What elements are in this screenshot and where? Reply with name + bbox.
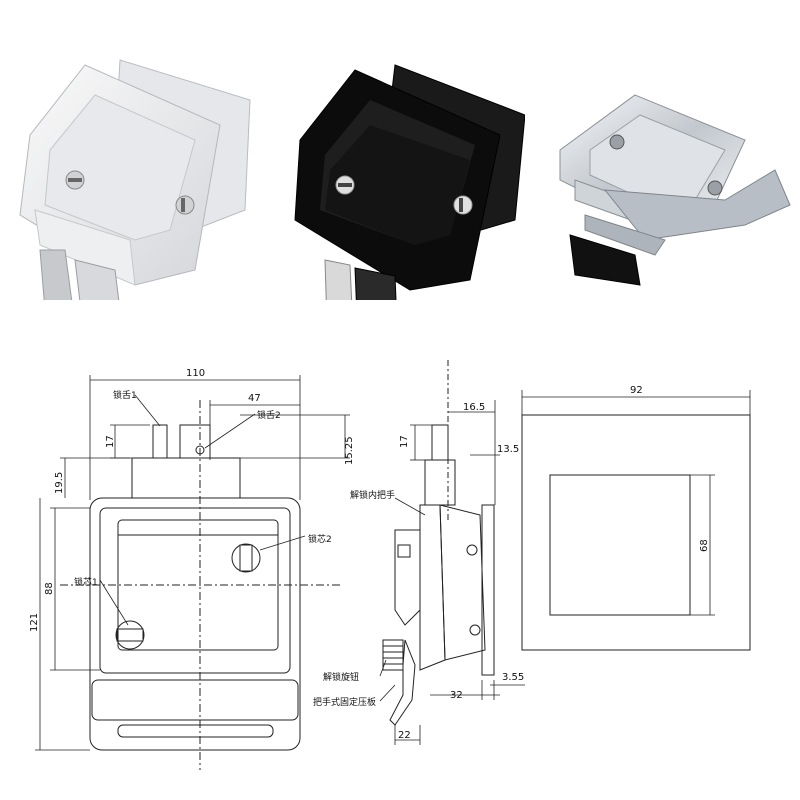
label-plate: 把手式固定压板 [313,696,376,708]
front-tongue-2 [179,424,211,459]
dim-17-front: 17 [105,435,116,448]
front-cylinder-2 [231,543,261,573]
cutout-inner [549,474,691,616]
dim-121: 121 [29,613,40,632]
side-view [382,360,495,726]
cutout-view [521,414,751,651]
front-inner-frame [99,507,291,674]
front-view [60,400,340,770]
dim-22: 22 [398,730,411,741]
dim-110: 110 [186,368,205,379]
dim-88: 88 [44,582,55,595]
front-cylinder-1 [115,620,145,650]
dim-16-5: 16.5 [463,402,485,413]
label-inner-handle: 解锁内把手 [350,489,395,501]
side-dimensions [379,400,525,745]
label-knob: 解锁旋钮 [323,671,359,683]
white-latch-photo [5,40,255,300]
dim-68: 68 [699,539,710,552]
black-latch-photo [275,40,525,300]
dim-19-5: 19.5 [54,472,65,494]
dim-92: 92 [630,385,643,396]
technical-drawing: 110 47 17 15.25 19.5 88 121 锁舌1 锁舌2 锁芯2 … [29,360,751,770]
label-cylinder2: 锁芯2 [308,533,332,545]
dim-47: 47 [248,393,261,404]
chrome-latch-photo [545,40,795,300]
dim-17-side: 17 [399,435,410,448]
dim-13-5: 13.5 [497,444,519,455]
cutout-dimensions [521,390,751,616]
dim-3-55: 3.55 [502,672,524,683]
label-tongue2: 锁舌2 [257,409,281,421]
dim-15-25: 15.25 [344,436,355,465]
front-dimensions [35,375,350,751]
cutout-outer [521,414,751,651]
label-cylinder1: 锁芯1 [74,576,98,588]
front-tongue-1 [152,424,168,459]
front-pocket [117,519,279,651]
label-tongue1: 锁舌1 [113,389,137,401]
dim-32: 32 [450,690,463,701]
front-handle-lower [91,679,299,721]
front-handle-grip [117,724,274,738]
front-top-housing [131,457,241,499]
